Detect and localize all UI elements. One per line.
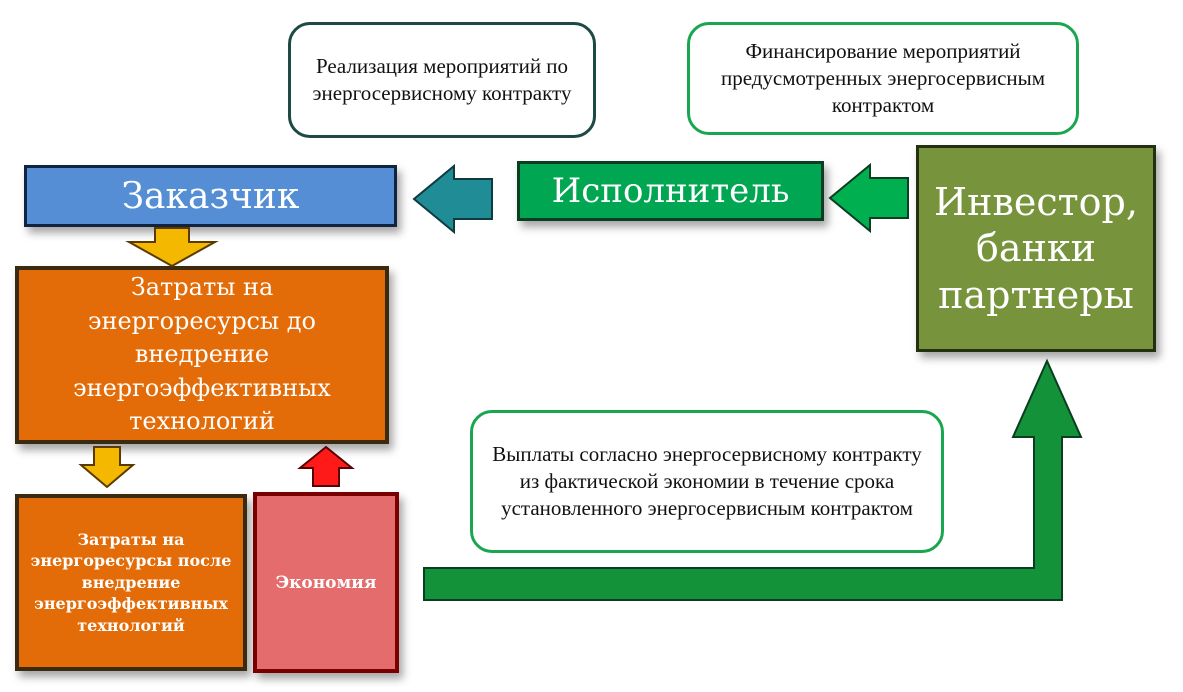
costs-after-label: Затраты на энергоресурсы после внедрение… <box>30 529 232 635</box>
realization-callout: Реализация мероприятий по энергосервисно… <box>288 22 596 138</box>
arrow-down-after-icon <box>78 446 136 489</box>
costs-before-label: Затраты на энергоресурсы до внедрение эн… <box>73 273 331 436</box>
savings-box: Экономия <box>253 492 399 673</box>
investor-box: Инвестор, банки партнеры <box>916 145 1156 352</box>
arrow-up-savings-icon <box>297 445 355 487</box>
costs-before-box: Затраты на энергоресурсы до внедрение эн… <box>15 266 389 444</box>
contractor-label: Исполнитель <box>551 171 790 211</box>
financing-callout: Финансирование мероприятий предусмотренн… <box>687 22 1079 135</box>
savings-label: Экономия <box>275 572 377 593</box>
costs-after-box: Затраты на энергоресурсы после внедрение… <box>15 494 247 671</box>
payment-arrow-icon <box>423 358 1083 601</box>
investor-label-line3: партнеры <box>938 272 1134 317</box>
investor-label-line2: банки <box>976 226 1096 271</box>
financing-text: Финансирование мероприятий предусмотренн… <box>720 38 1046 118</box>
payments-text: Выплаты согласно энергосервисному контра… <box>492 441 922 521</box>
contractor-box: Исполнитель <box>517 161 824 221</box>
arrow-to-customer-icon <box>412 163 493 235</box>
customer-box: Заказчик <box>24 165 397 227</box>
payments-callout: Выплаты согласно энергосервисному контра… <box>470 410 944 553</box>
investor-label-line1: Инвестор, <box>934 179 1138 224</box>
realization-text: Реализация мероприятий по энергосервисно… <box>312 53 572 105</box>
customer-label: Заказчик <box>121 175 300 217</box>
arrow-to-contractor-icon <box>828 162 909 234</box>
arrow-down-costs-icon <box>125 227 219 268</box>
